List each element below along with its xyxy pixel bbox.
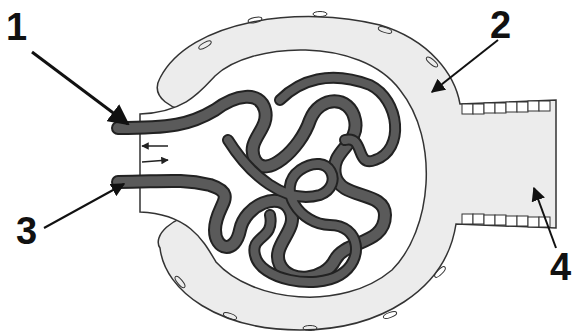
callout-number: 4 — [550, 248, 571, 286]
callout-number: 2 — [490, 6, 511, 44]
callout-number: 1 — [6, 8, 27, 46]
cuboidal-cells — [462, 101, 550, 227]
leader-arrow — [44, 184, 124, 228]
squamous-cells — [174, 12, 447, 331]
leader-arrow — [32, 52, 128, 124]
leader-arrow — [432, 40, 498, 92]
leader-arrow — [534, 188, 556, 248]
glomerulus — [118, 78, 395, 282]
flow-arrow — [142, 145, 168, 147]
flow-arrow — [142, 160, 168, 162]
callout-number: 3 — [16, 212, 37, 250]
